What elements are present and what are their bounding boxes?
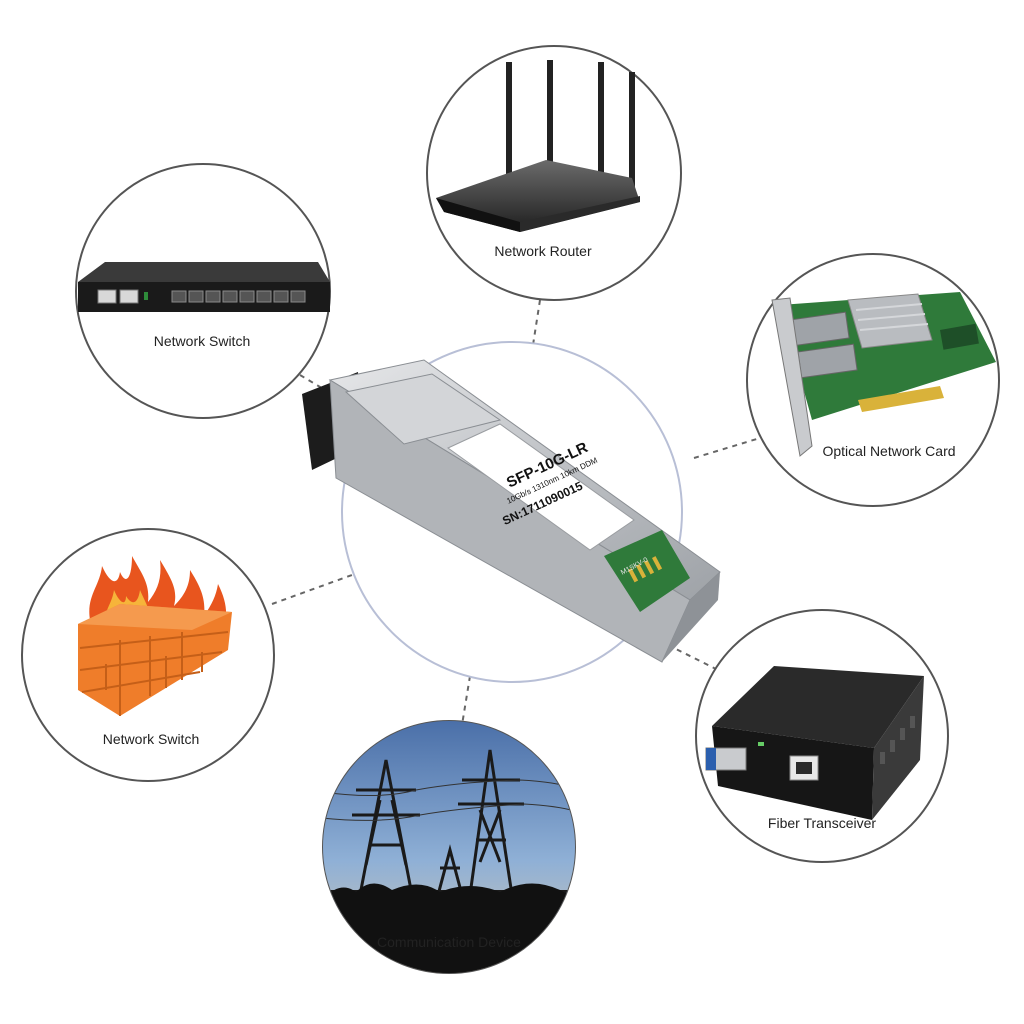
nic-label: Optical Network Card: [822, 443, 956, 459]
connector-router: [532, 299, 541, 346]
connector-nic: [693, 437, 761, 459]
router-icon: [436, 60, 640, 232]
connector-transceiver: [667, 644, 723, 673]
connector-comm: [461, 675, 471, 726]
connector-firewall: [271, 574, 353, 605]
media-converter-icon: [705, 666, 924, 820]
firewall-icon: [78, 556, 232, 716]
network-card-icon: [771, 292, 996, 457]
switch-icon: [78, 262, 330, 312]
switch-label: Network Switch: [153, 333, 251, 349]
sfp-module: [302, 359, 721, 663]
comm-label: Communication Device: [377, 934, 521, 950]
transceiver-label: Fiber Transceiver: [767, 815, 877, 831]
firewall-label: Network Switch: [102, 731, 200, 747]
router-label: Network Router: [494, 243, 592, 259]
